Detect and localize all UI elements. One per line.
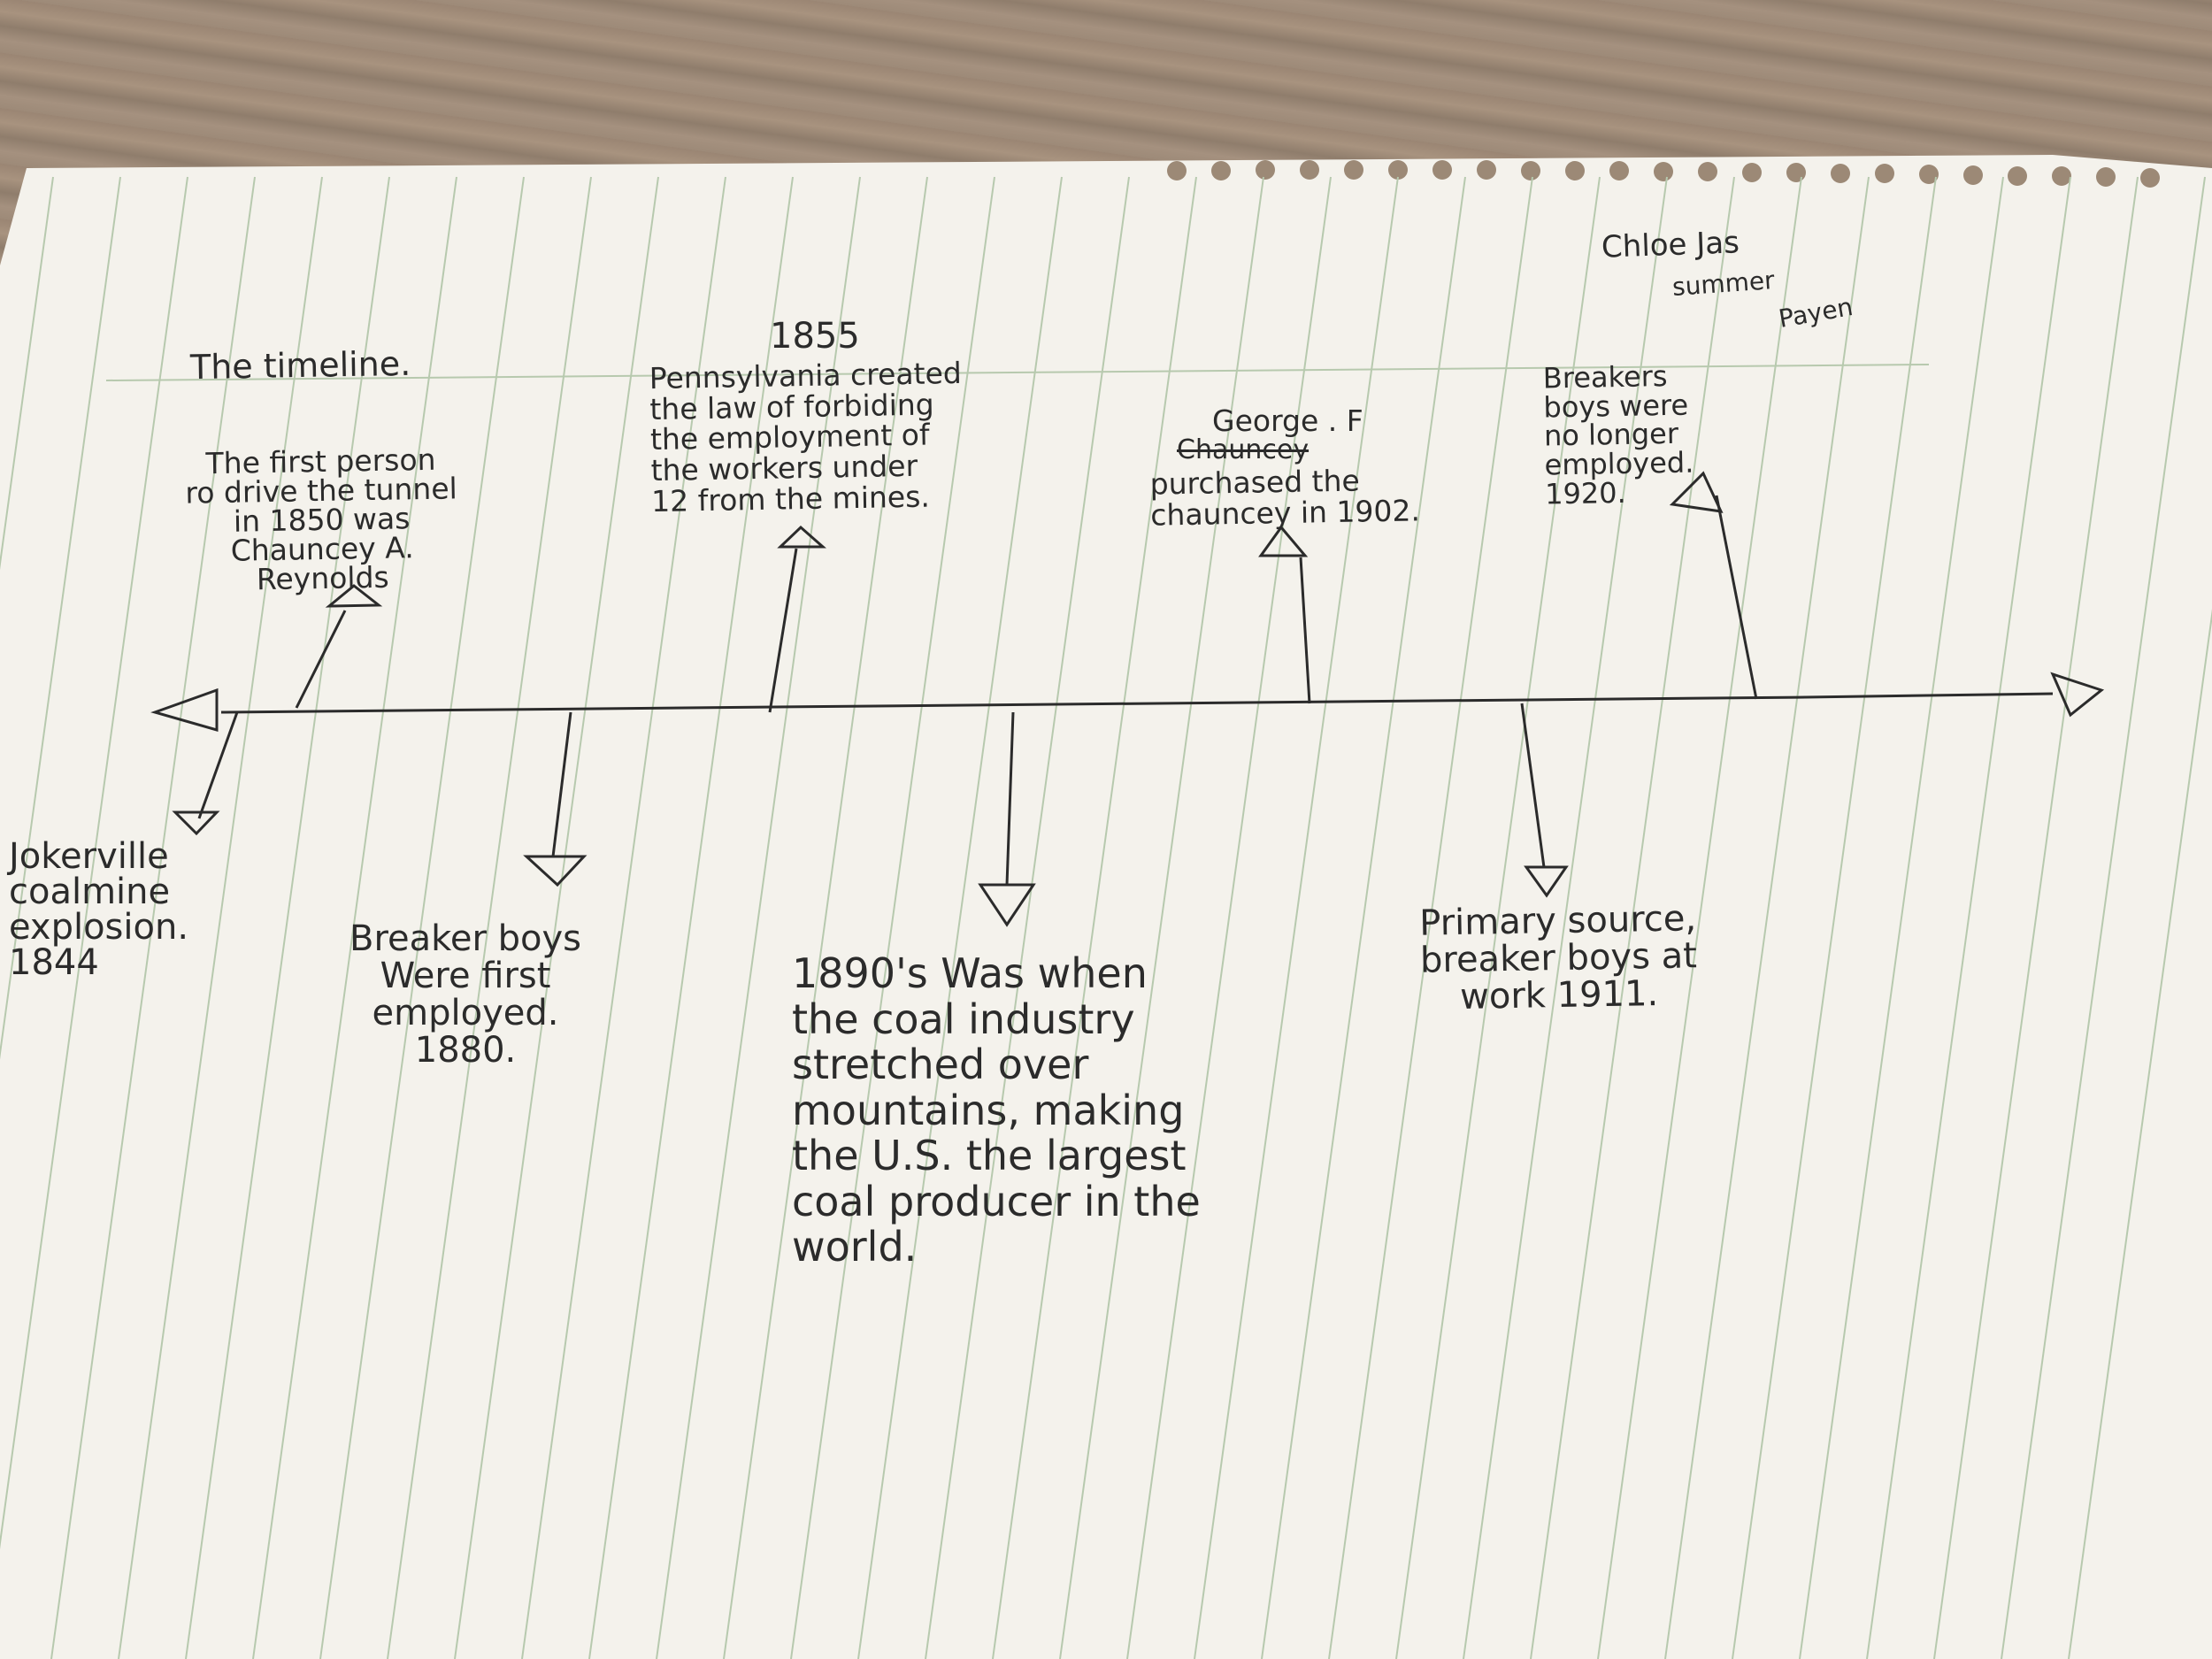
event-1902-struck-name: Chauncey [1177, 434, 1310, 465]
ruled-lines [0, 176, 2212, 1659]
ruled-line [2001, 176, 2206, 1659]
ruled-line [319, 176, 525, 1659]
ruled-line [252, 176, 457, 1659]
ruled-line [1328, 176, 1533, 1659]
ruled-line [1194, 176, 1399, 1659]
ruled-line [1126, 176, 1332, 1659]
event-1844-label: Jokerville coalmine explosion. 1844 [9, 836, 189, 983]
event-1890s-label: 1890's Was when the coal industry stretc… [792, 949, 1201, 1271]
ruled-line [0, 176, 121, 1060]
ruled-line [1597, 176, 1802, 1659]
event-1850-label: The first person ro drive the tunnel in … [185, 442, 458, 597]
ruled-line [790, 176, 995, 1659]
ruled-line [857, 176, 1063, 1659]
ruled-line [1530, 176, 1735, 1659]
ruled-line [1866, 176, 2071, 1659]
ruled-line [1732, 176, 1937, 1659]
ruled-line [185, 176, 390, 1659]
ruled-line [50, 176, 256, 1659]
ruled-line [656, 176, 861, 1659]
ruled-line [1799, 176, 2004, 1659]
down-arrows [172, 703, 1569, 927]
event-1911-label: Primary source, breaker boys at work 191… [1418, 898, 1698, 1018]
event-1902-name: George . F [1212, 403, 1363, 438]
ruled-line [925, 176, 1130, 1659]
event-1880-label: Breaker boys Were first employed. 1880. [349, 918, 582, 1071]
ruled-line [1933, 176, 2139, 1659]
ruled-line [723, 176, 928, 1659]
page-title: The timeline. [189, 343, 411, 388]
ruled-line [1059, 176, 1264, 1659]
ruled-line [521, 176, 726, 1659]
ruled-line [1664, 176, 1870, 1659]
ruled-line [588, 176, 794, 1659]
right-arrowhead [2050, 672, 2105, 718]
ruled-line [0, 176, 54, 571]
event-1855-label: Pennsylvania created the law of forbidin… [649, 355, 963, 518]
year-1855-label: 1855 [770, 316, 860, 357]
ruled-line [1261, 176, 1466, 1659]
event-1902-label: purchased the chauncey in 1902. [1149, 463, 1421, 533]
event-1920-label: Breakers boys were no longer employed. 1… [1542, 359, 1694, 511]
author-name: Chloe Jas [1601, 225, 1740, 265]
ruled-line [387, 176, 592, 1659]
timeline-axis [150, 672, 2105, 732]
ruled-line [118, 176, 323, 1659]
ruled-line [2068, 608, 2212, 1659]
ruled-line [992, 176, 1197, 1659]
up-arrows [295, 471, 1758, 713]
ruled-line [0, 176, 188, 1550]
left-arrowhead [150, 687, 219, 732]
perforation-holes [1167, 160, 2160, 188]
ruled-line [454, 176, 659, 1659]
ruled-line [1395, 176, 1601, 1659]
ruled-line [1463, 176, 1668, 1659]
